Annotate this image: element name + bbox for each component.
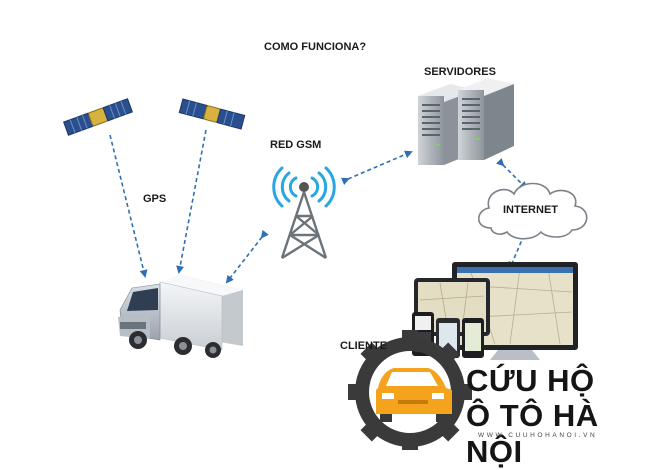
logo-gear-icon bbox=[348, 330, 472, 450]
arrow-gsm-servers bbox=[340, 150, 413, 186]
client-label: CLIENTE bbox=[340, 340, 388, 352]
gsm-tower-icon bbox=[272, 166, 336, 260]
satellite-icon bbox=[178, 98, 246, 130]
satellite-icon bbox=[63, 98, 133, 136]
arrow-sat1-truck bbox=[109, 134, 148, 278]
truck-icon bbox=[118, 275, 243, 358]
arrow-sat2-truck bbox=[176, 129, 207, 274]
diagram-title: COMO FUNCIONA? bbox=[264, 41, 367, 53]
logo-car-icon bbox=[376, 368, 452, 422]
servers-icon bbox=[418, 78, 514, 165]
servers-label: SERVIDORES bbox=[424, 66, 496, 78]
diagram-canvas bbox=[63, 78, 588, 450]
gps-label: GPS bbox=[143, 193, 167, 205]
client-devices-icon bbox=[412, 262, 578, 360]
logo-url: WWW.CUUHOHANOI.VN bbox=[478, 432, 598, 439]
logo-text-line1: CỨU HỘ bbox=[466, 363, 595, 398]
internet-cloud-icon bbox=[477, 182, 588, 240]
gsm-network-label: RED GSM bbox=[270, 139, 322, 151]
arrow-servers-internet bbox=[495, 157, 528, 190]
arrow-gsm-truck bbox=[225, 229, 269, 284]
internet-label: INTERNET bbox=[503, 204, 558, 216]
